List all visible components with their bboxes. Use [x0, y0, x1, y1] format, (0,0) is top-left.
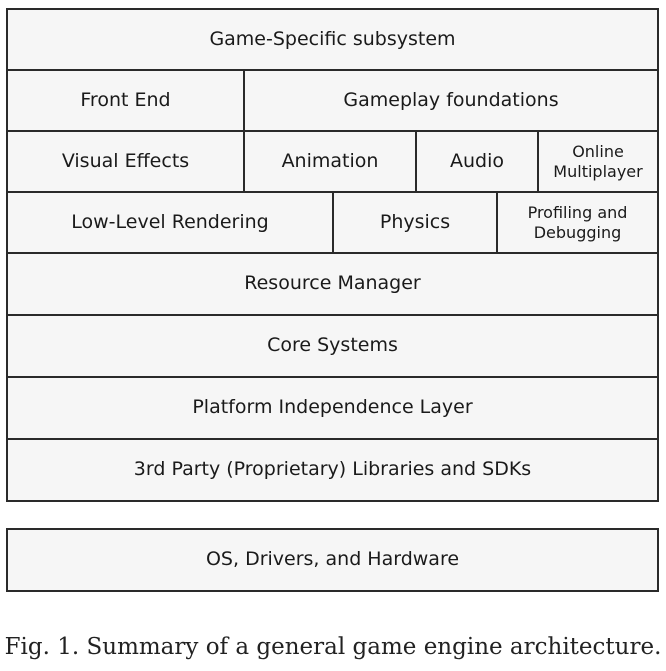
physics-label: Physics: [379, 210, 451, 233]
third-party-libraries-box: 3rd Party (Proprietary) Libraries and SD…: [6, 438, 659, 502]
online-multiplayer-box: Online Multiplayer: [537, 130, 659, 193]
visual-effects-box: Visual Effects: [6, 130, 245, 193]
core-systems-label: Core Systems: [267, 334, 398, 357]
profiling-debugging-label: Profiling and Debugging: [527, 203, 628, 242]
low-level-rendering-label: Low-Level Rendering: [71, 210, 269, 233]
gameplay-foundations-box: Gameplay foundations: [243, 69, 659, 132]
front-end-label: Front End: [80, 88, 171, 111]
third-party-libraries-label: 3rd Party (Proprietary) Libraries and SD…: [133, 458, 532, 481]
visual-effects-label: Visual Effects: [61, 149, 190, 172]
online-multiplayer-label: Online Multiplayer: [553, 142, 643, 181]
animation-label: Animation: [281, 149, 379, 172]
os-drivers-hardware-label: OS, Drivers, and Hardware: [205, 548, 460, 571]
resource-manager-box: Resource Manager: [6, 252, 659, 316]
gameplay-foundations-label: Gameplay foundations: [343, 88, 559, 111]
low-level-rendering-box: Low-Level Rendering: [6, 191, 334, 254]
core-systems-box: Core Systems: [6, 314, 659, 378]
platform-independence-layer-box: Platform Independence Layer: [6, 376, 659, 440]
os-drivers-hardware-box: OS, Drivers, and Hardware: [6, 528, 659, 592]
front-end-box: Front End: [6, 69, 245, 132]
profiling-debugging-box: Profiling and Debugging: [496, 191, 659, 254]
physics-box: Physics: [332, 191, 498, 254]
game-specific-subsystem-label: Game-Specific subsystem: [209, 27, 456, 50]
resource-manager-label: Resource Manager: [244, 272, 421, 295]
audio-label: Audio: [449, 149, 504, 172]
platform-independence-layer-label: Platform Independence Layer: [192, 396, 473, 419]
game-specific-subsystem-box: Game-Specific subsystem: [6, 8, 659, 71]
audio-box: Audio: [415, 130, 539, 193]
figure-caption: Fig. 1. Summary of a general game engine…: [4, 634, 662, 660]
animation-box: Animation: [243, 130, 417, 193]
